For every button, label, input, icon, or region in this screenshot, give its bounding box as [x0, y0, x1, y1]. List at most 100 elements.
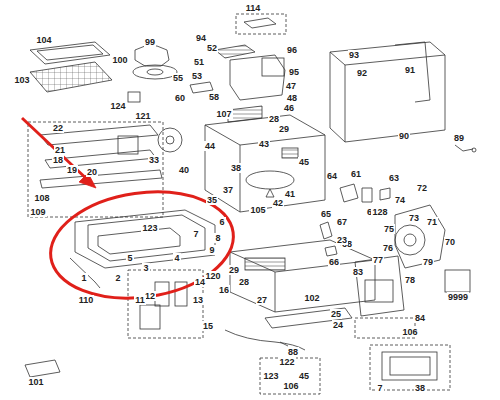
callout-number: 114	[245, 3, 262, 13]
callout-number: 27	[256, 295, 268, 305]
callout-number: 22	[52, 123, 64, 133]
callout-number: 121	[134, 111, 151, 121]
callout-number: 6	[218, 217, 225, 227]
callout-number: 92	[356, 68, 368, 78]
callout-number: 73	[408, 213, 420, 223]
callout-number: 52	[206, 43, 218, 53]
callout-number: 70	[444, 237, 456, 247]
callout-number: 109	[29, 207, 46, 217]
callout-number: 1	[80, 273, 87, 283]
callout-number: 106	[401, 327, 418, 337]
callout-number: 61	[350, 169, 362, 179]
callout-number: 78	[404, 275, 416, 285]
callout-number: 8	[214, 233, 221, 243]
callout-number: 58	[208, 92, 220, 102]
callout-number: 12	[144, 291, 156, 301]
callout-number: 43	[258, 139, 270, 149]
callout-number: 44	[204, 141, 216, 151]
callout-number: 89	[453, 133, 465, 143]
callout-number: 79	[422, 257, 434, 267]
callout-number: 103	[13, 75, 30, 85]
callout-number: 9	[208, 245, 215, 255]
callout-number: 76	[382, 243, 394, 253]
callout-number: 37	[222, 185, 234, 195]
callout-number: 94	[195, 33, 207, 43]
callout-number: 28	[268, 114, 280, 124]
callout-number: 84	[414, 313, 426, 323]
callout-number: 33	[148, 155, 160, 165]
callout-number: 38	[230, 163, 242, 173]
callout-number: 64	[326, 171, 338, 181]
callout-number: 77	[372, 255, 384, 265]
callout-number: 72	[416, 183, 428, 193]
callout-number: 16	[218, 285, 230, 295]
callout-number: 7	[192, 229, 199, 239]
callout-number: 47	[285, 81, 297, 91]
callout-number: 105	[249, 205, 266, 215]
callout-number: 11	[134, 295, 146, 305]
callout-number: 123	[262, 371, 279, 381]
callout-number: 51	[193, 57, 205, 67]
callout-number: 101	[27, 377, 44, 387]
callout-number: 63	[388, 173, 400, 183]
callout-number: 23	[336, 235, 348, 245]
callout-number: 124	[109, 101, 126, 111]
callout-number: 71	[426, 217, 438, 227]
callout-number: 19	[66, 165, 78, 175]
callout-number: 122	[278, 357, 295, 367]
callout-number: 13	[192, 295, 204, 305]
callout-number: 88	[287, 347, 299, 357]
callout-number: 9999	[447, 292, 469, 302]
callout-number: 42	[272, 198, 284, 208]
callout-number: 83	[352, 267, 364, 277]
callout-number: 29	[228, 265, 240, 275]
callout-number: 74	[394, 195, 406, 205]
callout-number: 75	[383, 224, 395, 234]
callout-number: 65	[320, 209, 332, 219]
callout-number: 4	[173, 253, 180, 263]
callout-number: 14	[194, 277, 206, 287]
callout-number: 45	[298, 371, 310, 381]
callout-number: 55	[172, 73, 184, 83]
callout-number: 100	[111, 55, 128, 65]
callout-number: 15	[202, 321, 214, 331]
callout-number: 95	[288, 67, 300, 77]
callout-number: 7	[376, 383, 383, 393]
callout-number: 90	[398, 131, 410, 141]
callout-number: 110	[78, 295, 95, 305]
callout-number: 96	[286, 45, 298, 55]
callout-number: 123	[141, 223, 158, 233]
callout-number: 102	[303, 293, 320, 303]
callout-number: 38	[414, 383, 426, 393]
callout-number: 108	[33, 193, 50, 203]
callout-number: 120	[204, 271, 221, 281]
callout-number: 24	[332, 320, 344, 330]
callout-number: 21	[54, 145, 66, 155]
callout-number: 67	[336, 217, 348, 227]
callout-number: 5	[126, 253, 133, 263]
callout-number: 29	[278, 124, 290, 134]
callout-number: 45	[298, 157, 310, 167]
callout-number: 106	[282, 381, 299, 391]
callout-number: 20	[86, 167, 98, 177]
callout-number: 2	[114, 273, 121, 283]
callout-number: 35	[206, 195, 218, 205]
callout-number: 48	[286, 93, 298, 103]
callout-number: 66	[328, 257, 340, 267]
callout-number: 128	[371, 207, 388, 217]
callout-number: 18	[52, 155, 64, 165]
callout-number: 53	[191, 71, 203, 81]
callout-number: 40	[178, 165, 190, 175]
callout-number: 3	[142, 263, 149, 273]
callout-number: 107	[215, 109, 232, 119]
callout-number: 28	[238, 277, 250, 287]
callout-number: 25	[330, 309, 342, 319]
callout-number: 60	[174, 93, 186, 103]
callout-number: 91	[404, 65, 416, 75]
callout-number: 99	[144, 37, 156, 47]
callout-number: 104	[35, 35, 52, 45]
callout-number: 93	[348, 50, 360, 60]
callout-number: 46	[283, 103, 295, 113]
